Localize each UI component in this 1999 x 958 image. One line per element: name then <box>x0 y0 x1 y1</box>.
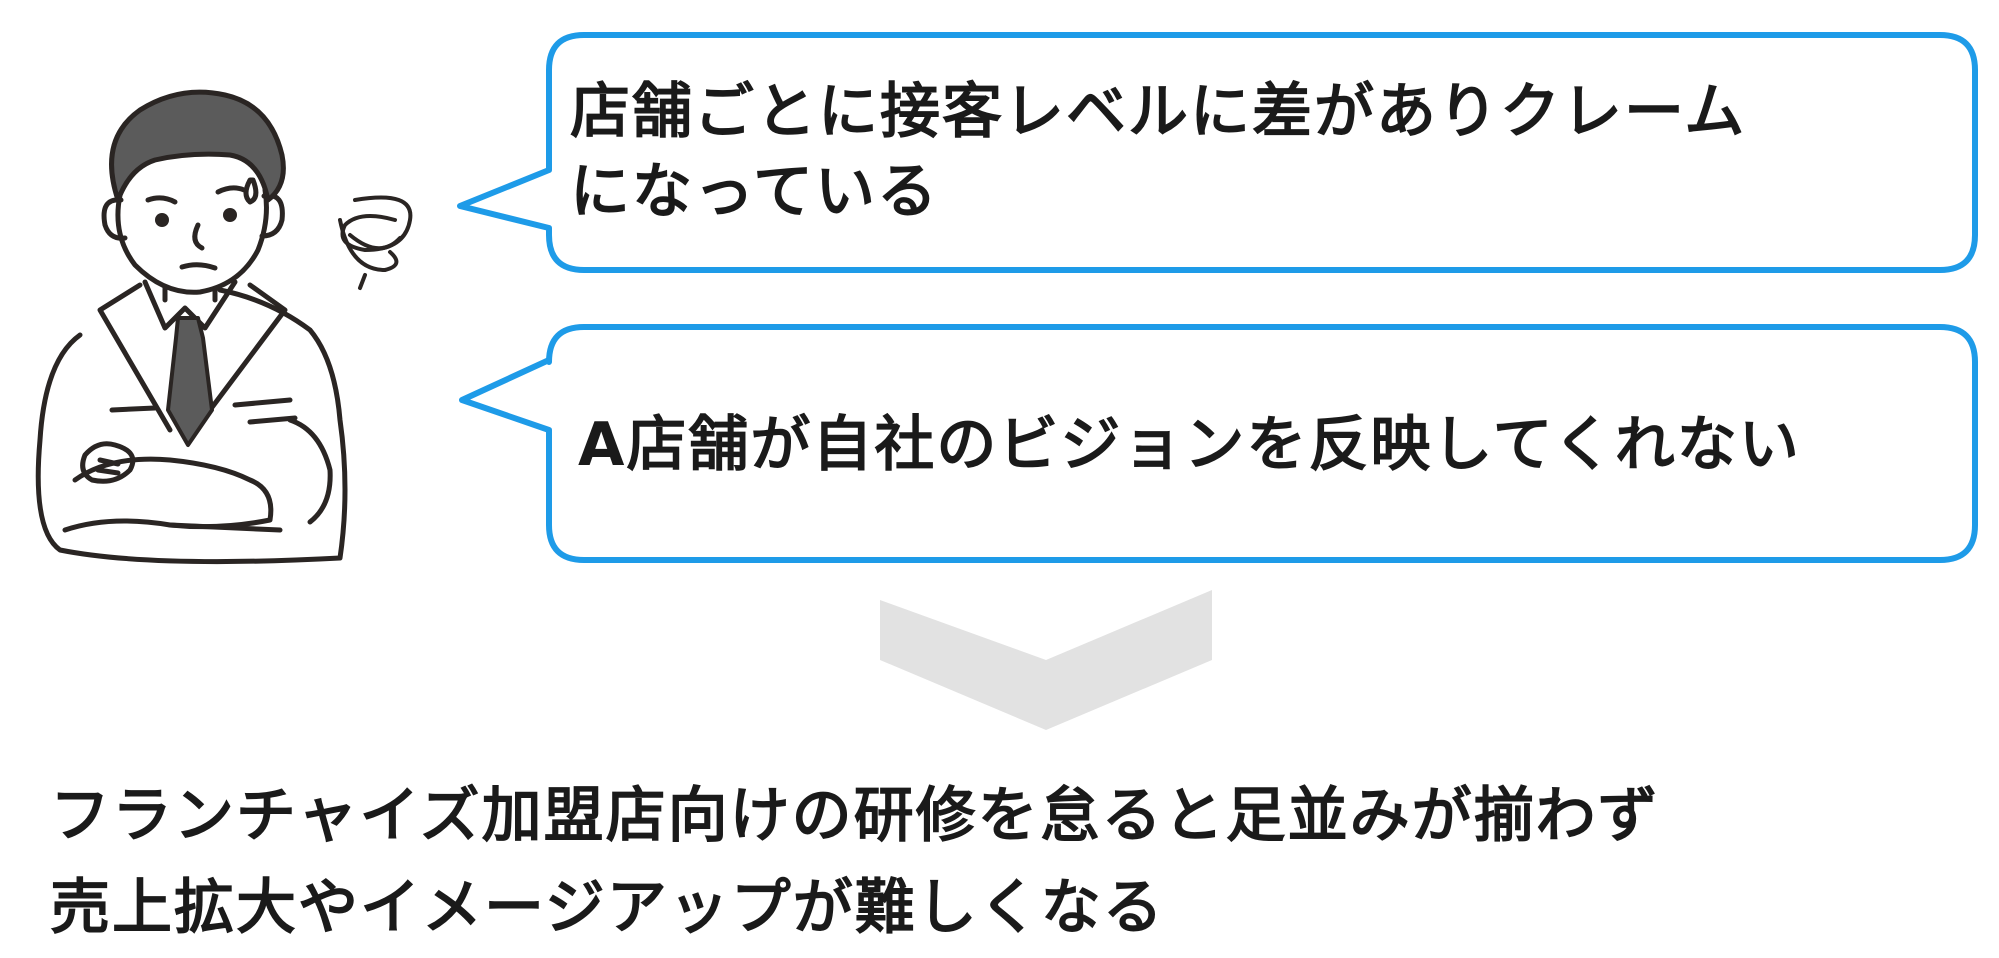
hand-left <box>80 441 136 484</box>
brow-left <box>145 195 178 205</box>
speech-bubble-2-text: A店舗が自社のビジョンを反映してくれない <box>578 405 1958 485</box>
speech-bubble-1-line-2: になっている <box>570 157 939 227</box>
speech-bubble-1-line-1: 店舗ごとに接客レベルに差がありクレーム <box>570 77 1747 147</box>
hair <box>109 89 286 203</box>
sleeve-right <box>287 417 333 525</box>
necktie <box>166 316 214 447</box>
eye-left <box>155 213 169 227</box>
jacket-lapel-left <box>97 282 173 433</box>
mouth <box>179 262 218 271</box>
chevron-down-shape <box>880 590 1212 730</box>
conclusion-line-1: フランチャイズ加盟店向けの研修を怠ると足並みが揃わず <box>50 781 1660 851</box>
speech-bubble-2 <box>459 324 1978 563</box>
hand-fingers <box>95 457 121 476</box>
conclusion-line-2: 売上拡大やイメージアップが難しくなる <box>50 873 1165 943</box>
worried-businessman-illustration <box>35 89 413 565</box>
pocket-left <box>109 405 158 413</box>
sweat-drop <box>243 177 259 205</box>
pocket-right <box>232 397 293 408</box>
conclusion-text: フランチャイズ加盟店向けの研修を怠ると足並みが揃わず 売上拡大やイメージアップが… <box>50 770 1950 954</box>
shirt-collar <box>142 279 238 331</box>
arm-crossed-lower <box>62 518 283 533</box>
speech-bubble-2-line-1: A店舗が自社のビジョンを反映してくれない <box>578 410 1801 480</box>
brow-right <box>215 185 247 195</box>
eye-right <box>223 208 237 222</box>
ear-left <box>101 197 128 241</box>
arm-crossed-upper <box>72 456 274 530</box>
pocket-right-2 <box>247 415 298 425</box>
nose <box>192 222 205 251</box>
face-outline <box>115 187 269 295</box>
speech-bubble-1 <box>457 32 1978 273</box>
jacket-outline <box>35 287 348 565</box>
speech-bubble-1-text: 店舗ごとに接客レベルに差がありクレーム になっている <box>570 72 1910 232</box>
worry-swirl-icon <box>338 195 413 290</box>
jacket-lapel-right <box>192 282 288 433</box>
chevron-down-icon <box>880 590 1212 730</box>
